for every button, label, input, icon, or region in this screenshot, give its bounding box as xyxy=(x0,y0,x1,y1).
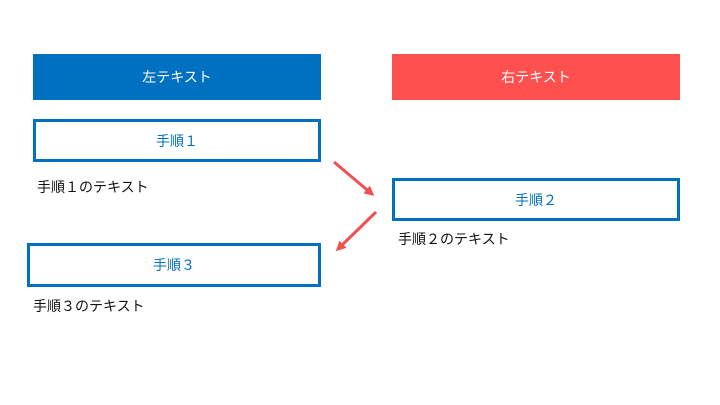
right-column-title: 右テキスト xyxy=(501,70,571,86)
step-2-description: 手順２のテキスト xyxy=(398,232,510,248)
left-column-header: 左テキスト xyxy=(33,54,321,100)
step-1-description: 手順１のテキスト xyxy=(37,180,149,196)
step-3-box: 手順３ xyxy=(27,243,321,287)
right-column-header: 右テキスト xyxy=(392,54,680,100)
step-2-box: 手順２ xyxy=(392,178,680,221)
left-column-title: 左テキスト xyxy=(142,70,212,86)
step-3-description: 手順３のテキスト xyxy=(33,299,145,315)
arrow-step2-to-step3 xyxy=(335,210,378,252)
arrow-step1-to-step2 xyxy=(333,160,375,196)
step-1-label: 手順１ xyxy=(156,133,198,150)
step-1-box: 手順１ xyxy=(33,119,321,162)
step-2-label: 手順２ xyxy=(515,192,557,209)
step-3-label: 手順３ xyxy=(153,258,195,274)
